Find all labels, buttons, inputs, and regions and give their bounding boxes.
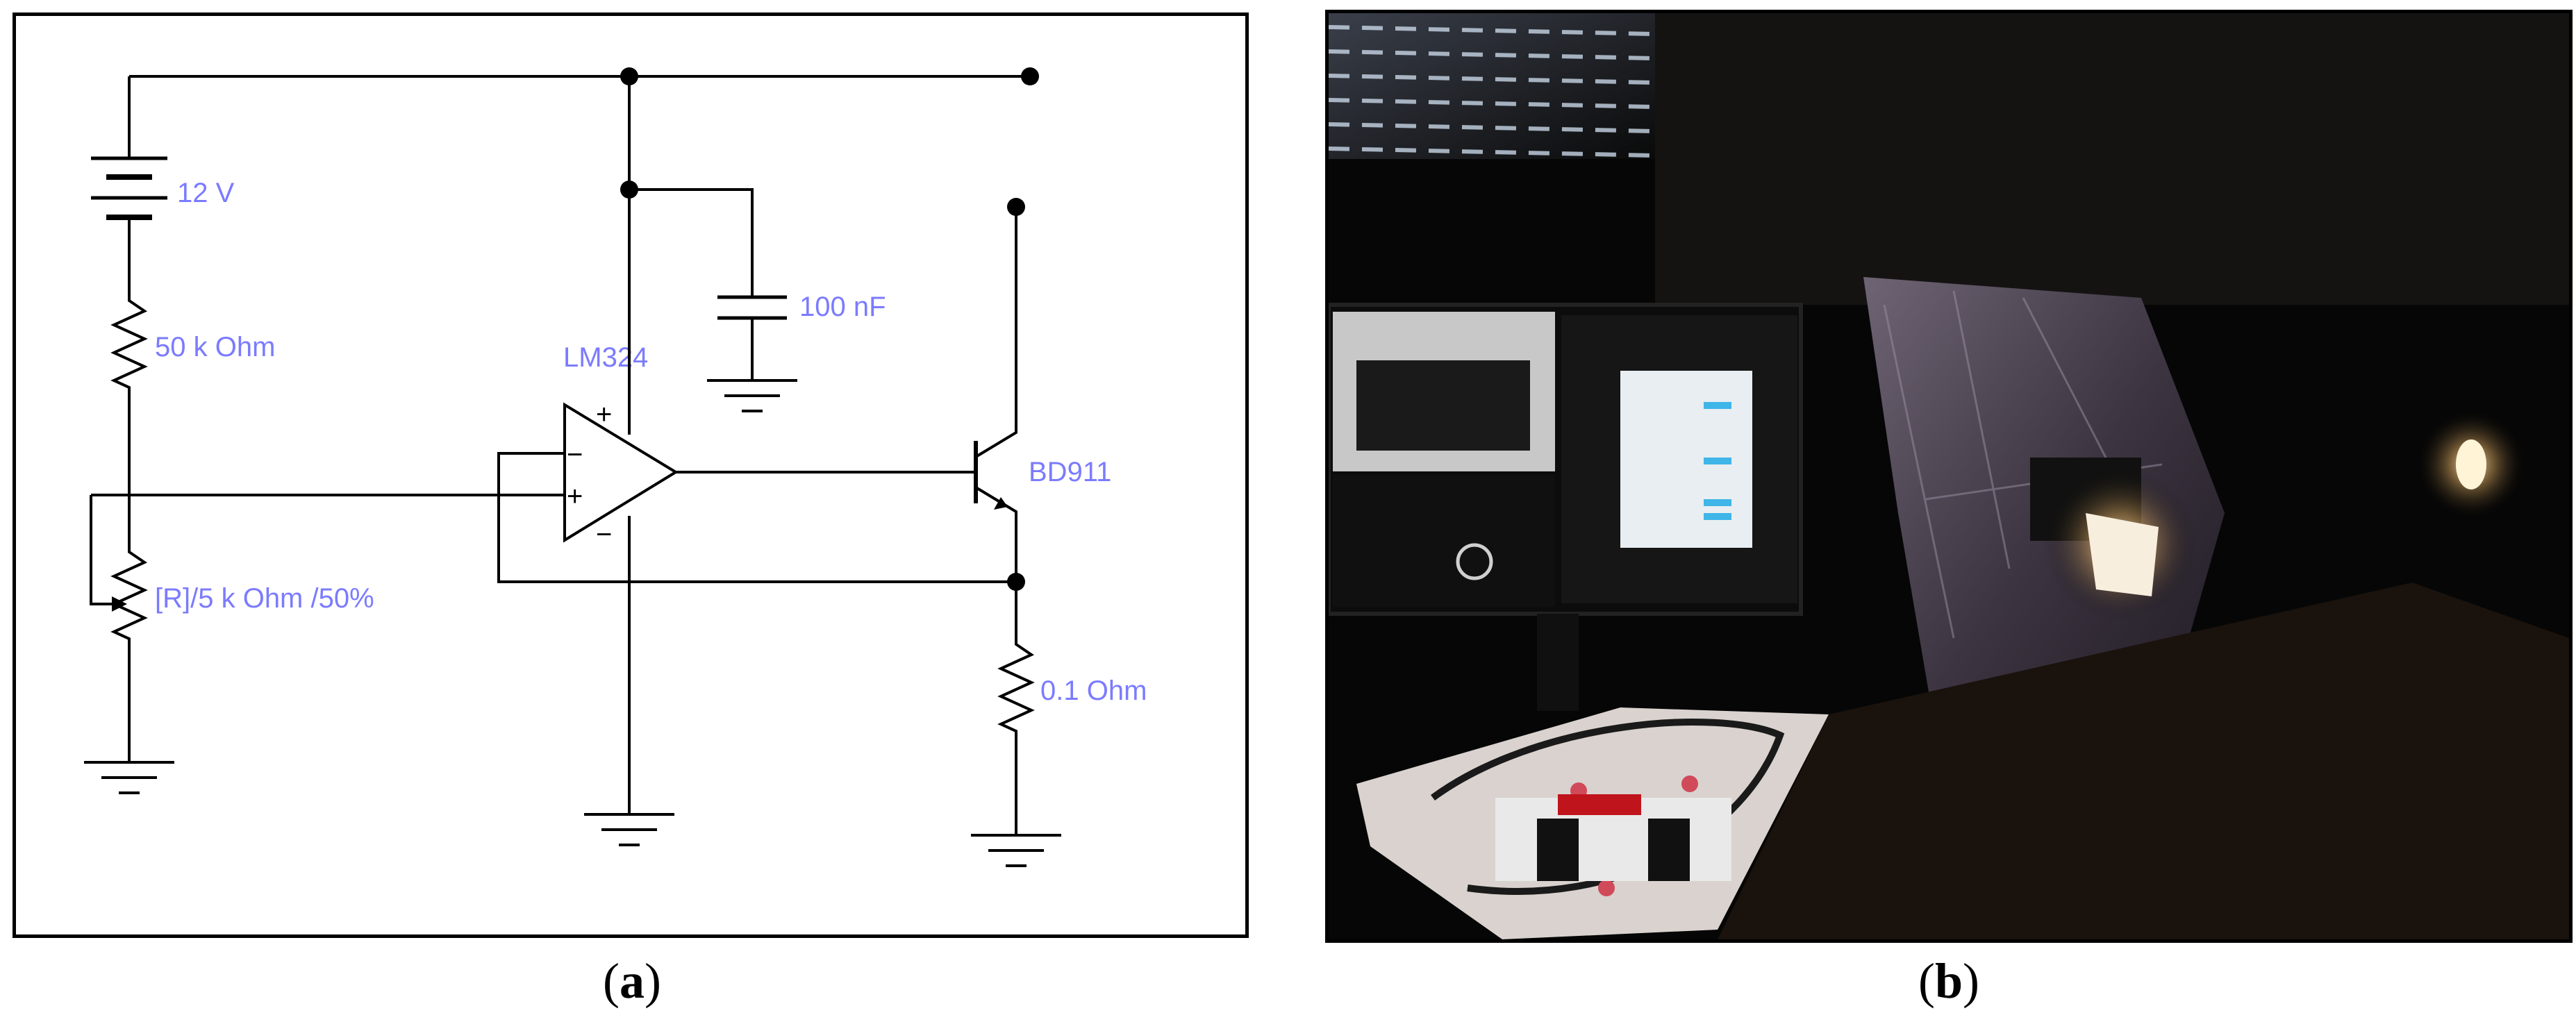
battery-label: 12 V — [177, 178, 235, 208]
transistor-label: BD911 — [1029, 457, 1111, 487]
junction-capacitor — [620, 181, 638, 199]
caption-a: (a) — [563, 950, 701, 1012]
monitor-logo-icon — [1456, 543, 1493, 580]
robot-wheel-left — [1537, 819, 1579, 881]
monitor-dialog-buttons — [1704, 402, 1731, 520]
caption-b-close: ) — [1963, 953, 1979, 1009]
track-line — [1431, 719, 1785, 895]
circuit-diagram-panel: 12 V 50 k Ohm [R]/5 k Ohm /50% LM324 + −… — [13, 12, 1249, 938]
capacitor-label: 100 nF — [799, 292, 886, 322]
monitor-left-bottom-window — [1333, 475, 1555, 607]
opamp-lm324 — [563, 402, 679, 543]
lamp-right — [2456, 439, 2486, 489]
monitor-camera-image — [1356, 360, 1530, 451]
opamp-plus-top: + — [596, 399, 612, 430]
monitor-dialog — [1620, 371, 1752, 548]
terminal-collector — [1007, 198, 1025, 216]
opamp-minus-input: − — [567, 439, 583, 470]
junction-top — [620, 67, 638, 85]
transistor-emitter — [974, 486, 1017, 582]
experimental-setup-photo — [1325, 10, 2573, 943]
feedback-wire — [497, 452, 1016, 583]
photo-illustration — [1329, 13, 2569, 939]
opamp-label: LM324 — [563, 342, 648, 373]
monitor-stand — [1537, 614, 1579, 711]
sense-resistor — [997, 582, 1035, 835]
lamp-center — [2086, 513, 2159, 596]
resistor-50k — [110, 217, 148, 495]
robot-red-part — [1558, 794, 1641, 815]
caption-a-open: ( — [603, 953, 620, 1009]
caption-b-letter: b — [1934, 953, 1963, 1009]
opamp-plus-input: + — [567, 481, 583, 512]
transistor-emitter-arrow — [994, 497, 1008, 510]
caption-b: (b) — [1879, 950, 2018, 1012]
blind-slats — [1329, 25, 1656, 158]
transistor-collector — [974, 207, 1017, 458]
potentiometer-label: [R]/5 k Ohm /50% — [155, 583, 374, 614]
terminal-top-right — [1021, 67, 1039, 85]
junction-emitter — [1007, 573, 1025, 591]
potentiometer-wiper-arrow — [112, 596, 127, 612]
curtain — [1655, 13, 2569, 305]
caption-b-open: ( — [1918, 953, 1935, 1009]
window-blinds — [1329, 13, 1655, 159]
caption-a-letter: a — [620, 953, 645, 1009]
table-surface — [1718, 582, 2569, 939]
circuit-schematic: 12 V 50 k Ohm [R]/5 k Ohm /50% LM324 + −… — [84, 67, 1147, 867]
robot-wheel-right — [1648, 819, 1690, 881]
potentiometer — [110, 495, 148, 762]
opamp-minus-bottom: − — [596, 519, 612, 550]
sense-resistor-label: 0.1 Ohm — [1040, 676, 1147, 706]
capacitor-lead-top — [629, 188, 754, 297]
resistor-50k-label: 50 k Ohm — [155, 332, 275, 362]
potentiometer-wiper-wire — [90, 495, 112, 605]
caption-a-close: ) — [645, 953, 661, 1009]
